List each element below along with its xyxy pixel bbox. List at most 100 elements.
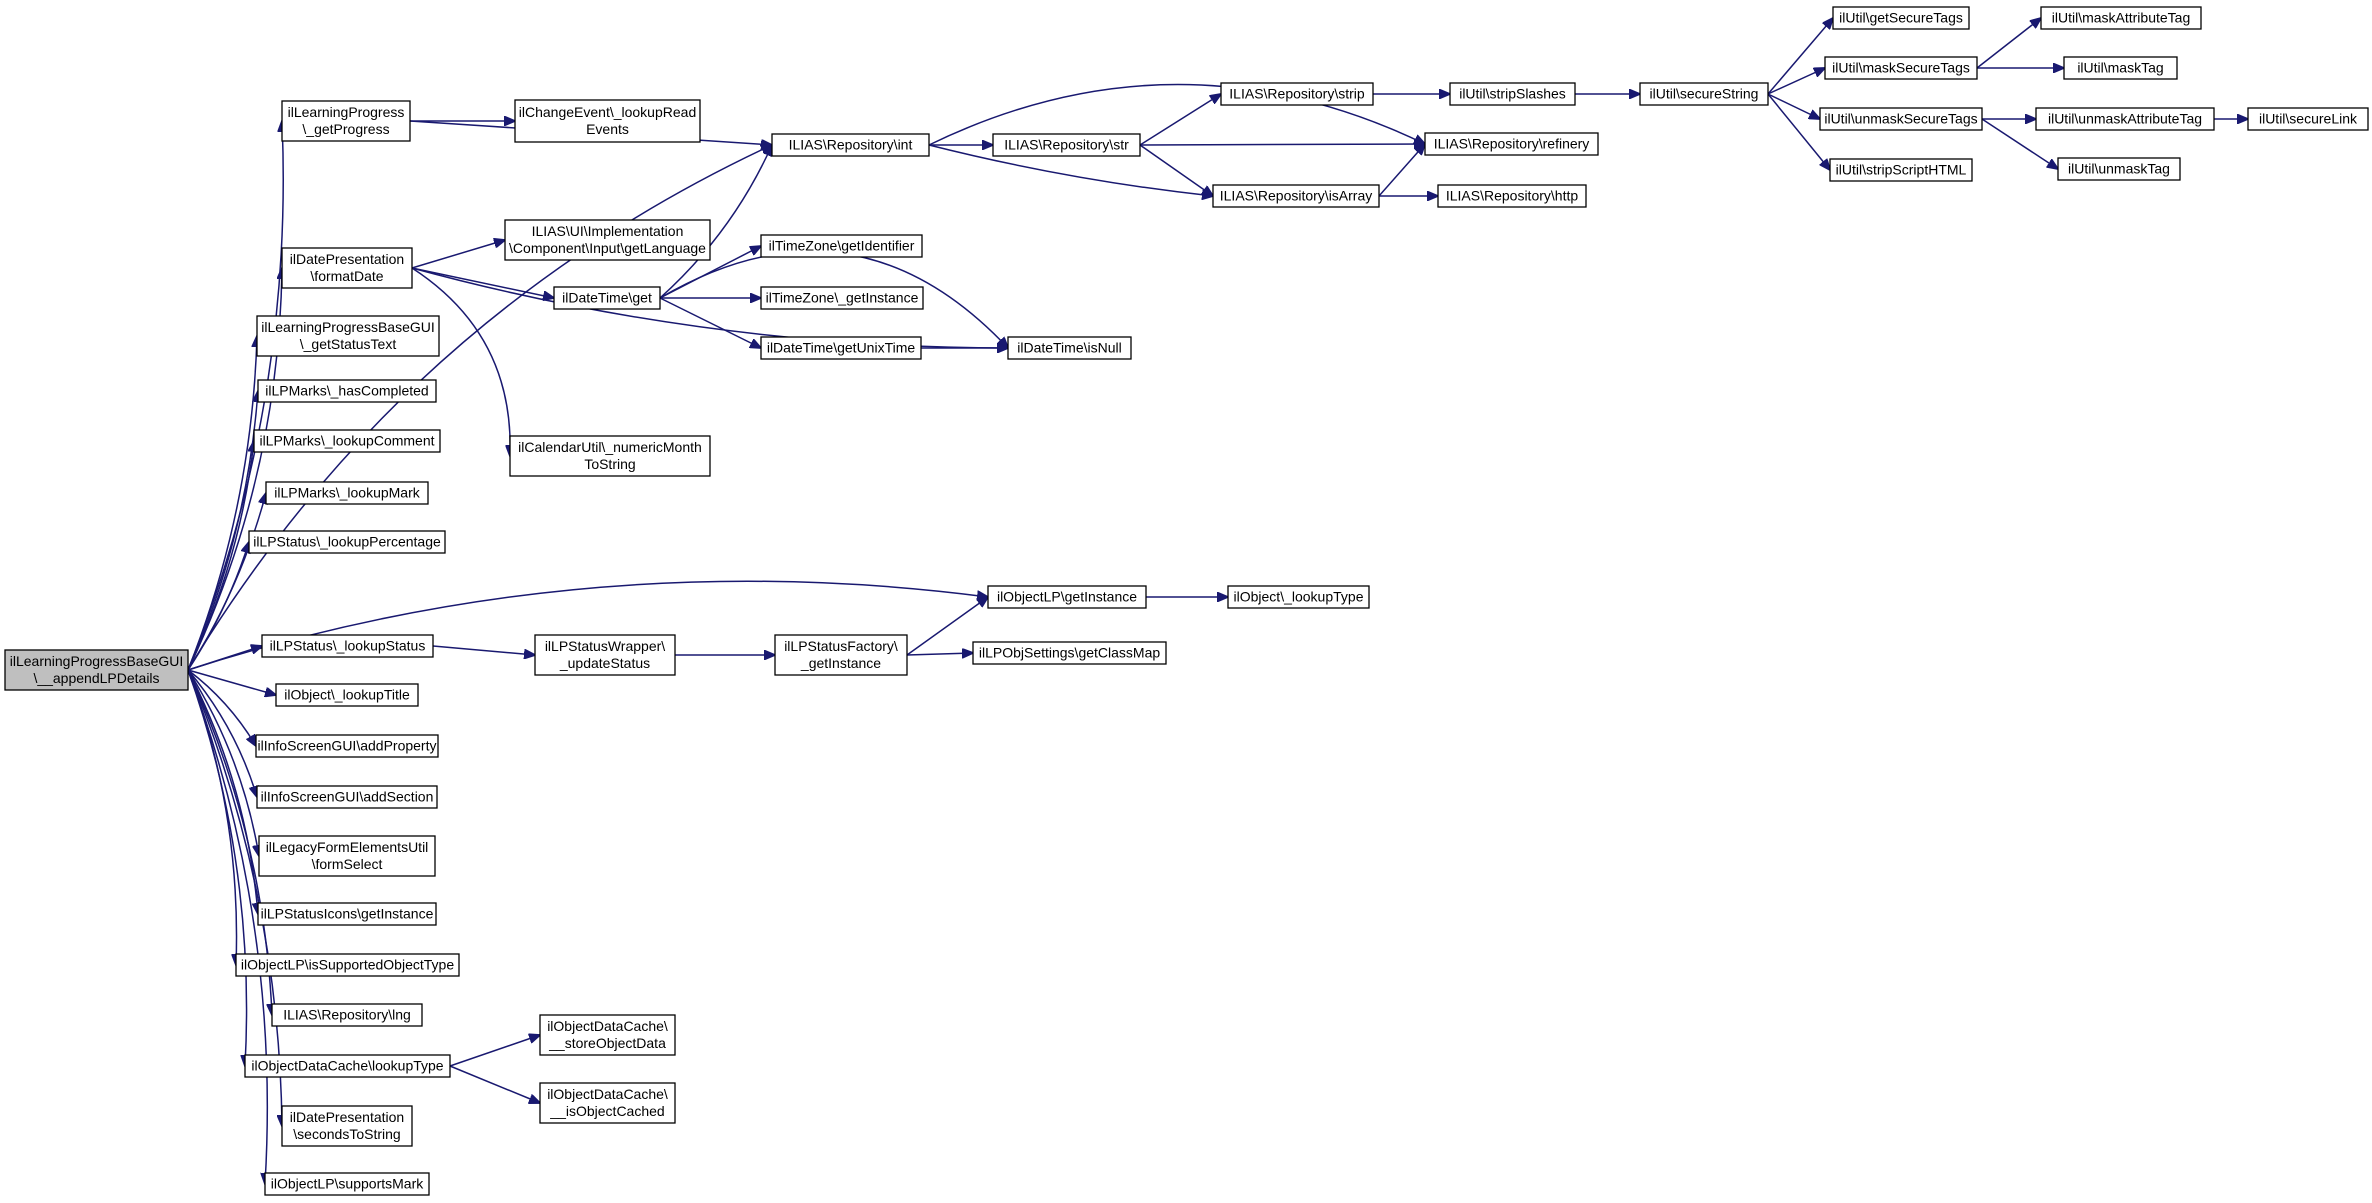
node-http[interactable]: ILIAS\Repository\http xyxy=(1437,184,1587,208)
node-addSection[interactable]: ilInfoScreenGUI\addSection xyxy=(256,785,438,809)
nodes-layer: ilLearningProgressBaseGUI\__appendLPDeta… xyxy=(4,6,2369,1196)
node-box-repoStrip xyxy=(1220,82,1374,106)
node-secureLink[interactable]: ilUtil\secureLink xyxy=(2247,107,2369,131)
node-label-tzGetIdentifier: ilTimeZone\getIdentifier xyxy=(769,238,915,254)
node-getUnixTime[interactable]: ilDateTime\getUnixTime xyxy=(760,336,922,360)
node-label-getStatusText: \_getStatusText xyxy=(300,336,397,352)
node-label-lookupStatus: ilLPStatus\_lookupStatus xyxy=(270,638,426,654)
node-box-getProgress xyxy=(281,100,411,142)
node-unmaskTag[interactable]: ilUtil\unmaskTag xyxy=(2057,157,2181,181)
node-box-refinery xyxy=(1424,132,1599,156)
node-lng[interactable]: ILIAS\Repository\lng xyxy=(271,1003,423,1027)
node-box-secureString xyxy=(1639,82,1769,106)
node-box-stripScriptHTML xyxy=(1829,158,1973,182)
node-lookupTitle[interactable]: ilObject\_lookupTitle xyxy=(275,683,419,707)
node-iconsGetInstance[interactable]: ilLPStatusIcons\getInstance xyxy=(257,902,437,926)
node-odcLookupType[interactable]: ilObjectDataCache\lookupType xyxy=(244,1054,451,1078)
edge-root-to-lookupPercentage xyxy=(187,542,249,671)
node-label-lookupReadEvents: ilChangeEvent\_lookupRead xyxy=(519,104,696,120)
node-lookupPercentage[interactable]: ilLPStatus\_lookupPercentage xyxy=(248,530,446,554)
node-label-hasCompleted: ilLPMarks\_hasCompleted xyxy=(265,383,428,399)
node-isNull[interactable]: ilDateTime\isNull xyxy=(1007,336,1132,360)
node-isArray[interactable]: ILIAS\Repository\isArray xyxy=(1212,184,1380,208)
node-tzGetIdentifier[interactable]: ilTimeZone\getIdentifier xyxy=(760,234,923,258)
node-repoInt[interactable]: ILIAS\Repository\int xyxy=(771,133,930,157)
node-label-objLookupType: ilObject\_lookupType xyxy=(1234,589,1364,605)
edge-secureString-to-unmaskSecureTags xyxy=(1767,93,1820,119)
node-lookupComment[interactable]: ilLPMarks\_lookupComment xyxy=(253,429,441,453)
node-box-lookupPercentage xyxy=(248,530,446,554)
node-label-getLanguage: \Component\Input\getLanguage xyxy=(509,240,706,256)
node-repoStrip[interactable]: ILIAS\Repository\strip xyxy=(1220,82,1374,106)
node-label-dtGet: ilDateTime\get xyxy=(562,290,652,306)
node-label-storeObjectData: ilObjectDataCache\ xyxy=(547,1018,668,1034)
node-storeObjectData[interactable]: ilObjectDataCache\__storeObjectData xyxy=(539,1014,676,1056)
node-lookupStatus[interactable]: ilLPStatus\_lookupStatus xyxy=(261,634,434,658)
edges-layer xyxy=(187,18,2248,1184)
node-box-maskSecureTags xyxy=(1824,56,1978,80)
node-getSecureTags[interactable]: ilUtil\getSecureTags xyxy=(1832,6,1970,30)
node-stripSlashes[interactable]: ilUtil\stripSlashes xyxy=(1449,82,1576,106)
node-formatDate[interactable]: ilDatePresentation\formatDate xyxy=(281,247,413,289)
node-label-supportsMark: ilObjectLP\supportsMark xyxy=(271,1176,425,1192)
node-isSupported[interactable]: ilObjectLP\isSupportedObjectType xyxy=(235,953,460,977)
node-box-odcLookupType xyxy=(244,1054,451,1078)
node-stripScriptHTML[interactable]: ilUtil\stripScriptHTML xyxy=(1829,158,1973,182)
node-olpGetInstance[interactable]: ilObjectLP\getInstance xyxy=(987,585,1147,609)
node-secureString[interactable]: ilUtil\secureString xyxy=(1639,82,1769,106)
node-formSelect[interactable]: ilLegacyFormElementsUtil\formSelect xyxy=(258,835,436,877)
node-label-stripScriptHTML: ilUtil\stripScriptHTML xyxy=(1836,162,1967,178)
node-box-isNull xyxy=(1007,336,1132,360)
node-box-isSupported xyxy=(235,953,460,977)
node-hasCompleted[interactable]: ilLPMarks\_hasCompleted xyxy=(257,379,437,403)
edge-odcLookupType-to-storeObjectData xyxy=(449,1035,540,1067)
node-box-iconsGetInstance xyxy=(257,902,437,926)
node-box-lng xyxy=(271,1003,423,1027)
node-tzGetInstance[interactable]: ilTimeZone\_getInstance xyxy=(760,286,924,310)
node-supportsMark[interactable]: ilObjectLP\supportsMark xyxy=(264,1172,430,1196)
node-label-getSecureTags: ilUtil\getSecureTags xyxy=(1839,10,1963,26)
node-box-factoryGetInstance xyxy=(774,634,908,676)
edge-root-to-addSection xyxy=(187,669,257,797)
edge-root-to-formSelect xyxy=(187,669,259,856)
node-maskAttributeTag[interactable]: ilUtil\maskAttributeTag xyxy=(2040,6,2202,30)
node-unmaskSecureTags[interactable]: ilUtil\unmaskSecureTags xyxy=(1819,107,1983,131)
node-isObjectCached[interactable]: ilObjectDataCache\__isObjectCached xyxy=(539,1082,676,1124)
node-box-lookupMark xyxy=(265,481,429,505)
node-label-storeObjectData: __storeObjectData xyxy=(548,1035,666,1051)
node-root[interactable]: ilLearningProgressBaseGUI\__appendLPDeta… xyxy=(4,649,189,691)
node-getProgress[interactable]: ilLearningProgress\_getProgress xyxy=(281,100,411,142)
edge-formatDate-to-dtGet xyxy=(411,267,554,298)
node-label-lookupReadEvents: Events xyxy=(586,121,629,137)
node-getClassMap[interactable]: ilLPObjSettings\getClassMap xyxy=(972,641,1167,665)
node-label-tzGetInstance: ilTimeZone\_getInstance xyxy=(766,290,919,306)
node-unmaskAttributeTag[interactable]: ilUtil\unmaskAttributeTag xyxy=(2035,107,2215,131)
node-maskTag[interactable]: ilUtil\maskTag xyxy=(2063,56,2178,80)
node-box-stripSlashes xyxy=(1449,82,1576,106)
edge-root-to-addProperty xyxy=(187,669,256,746)
node-addProperty[interactable]: ilInfoScreenGUI\addProperty xyxy=(255,734,439,758)
edge-formatDate-to-getLanguage xyxy=(411,240,505,269)
node-label-formSelect: \formSelect xyxy=(312,856,383,872)
node-dtGet[interactable]: ilDateTime\get xyxy=(553,286,661,310)
node-getLanguage[interactable]: ILIAS\UI\Implementation\Component\Input\… xyxy=(504,219,711,261)
node-refinery[interactable]: ILIAS\Repository\refinery xyxy=(1424,132,1599,156)
node-lookupMark[interactable]: ilLPMarks\_lookupMark xyxy=(265,481,429,505)
node-box-updateStatus xyxy=(534,634,676,676)
node-getStatusText[interactable]: ilLearningProgressBaseGUI\_getStatusText xyxy=(256,315,440,357)
node-maskSecureTags[interactable]: ilUtil\maskSecureTags xyxy=(1824,56,1978,80)
node-repoStr[interactable]: ILIAS\Repository\str xyxy=(992,133,1141,157)
node-label-root: ilLearningProgressBaseGUI xyxy=(10,653,184,669)
node-updateStatus[interactable]: ilLPStatusWrapper\_updateStatus xyxy=(534,634,676,676)
edge-root-to-hasCompleted xyxy=(187,391,258,671)
node-secondsToString[interactable]: ilDatePresentation\secondsToString xyxy=(281,1105,413,1147)
node-objLookupType[interactable]: ilObject\_lookupType xyxy=(1227,585,1370,609)
node-box-tzGetInstance xyxy=(760,286,924,310)
node-factoryGetInstance[interactable]: ilLPStatusFactory\_getInstance xyxy=(774,634,908,676)
node-box-repoInt xyxy=(771,133,930,157)
node-label-secondsToString: \secondsToString xyxy=(293,1126,400,1142)
node-box-unmaskSecureTags xyxy=(1819,107,1983,131)
